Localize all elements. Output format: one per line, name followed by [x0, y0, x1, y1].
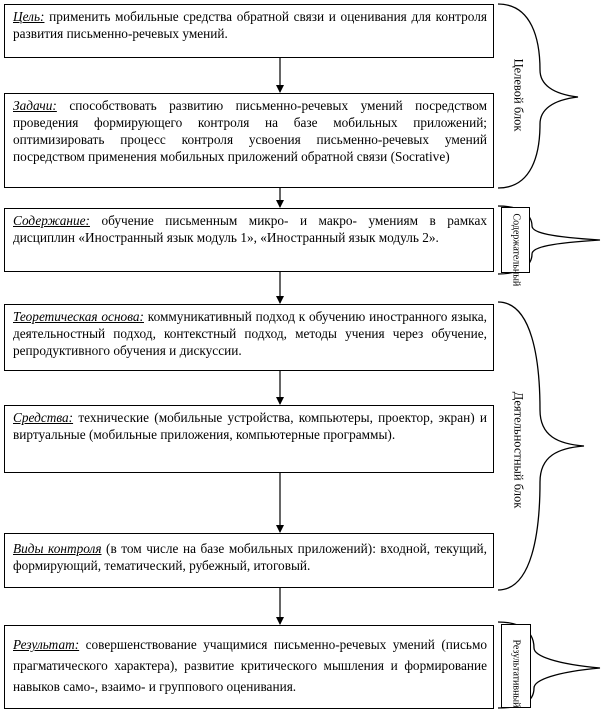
result-block-label: Результативный: [501, 624, 531, 708]
control-text: (в том числе на базе мобильных приложени…: [13, 541, 488, 573]
activity-block-label: Деятельностный блок: [511, 391, 526, 509]
content-text: обучение письменным микро- и макро- умен…: [13, 213, 487, 245]
content-box: Содержание: обучение письменным микро- и…: [4, 208, 494, 272]
content-block-label: Содержательный: [501, 207, 530, 286]
theory-label: Теоретическая основа:: [13, 309, 144, 324]
brace-target-block: [497, 3, 579, 189]
control-label: Виды контроля: [13, 541, 102, 556]
tasks-label: Задачи:: [13, 98, 57, 113]
result-text: совершенствование учащимися письменно-ре…: [13, 637, 488, 694]
theory-box: Теоретическая основа: коммуникативный по…: [4, 304, 494, 371]
control-box: Виды контроля (в том числе на базе мобил…: [4, 533, 494, 588]
brace-result-block: [497, 621, 601, 709]
target-block-label: Целевой блок: [511, 58, 526, 132]
goal-text: применить мобильные средства обратной св…: [13, 9, 487, 41]
tasks-text: способствовать развитию письменно-речевы…: [13, 98, 488, 164]
means-text: технические (мобильные устройства, компь…: [13, 410, 488, 442]
goal-label: Цель:: [13, 9, 45, 24]
brace-activity-block: [497, 301, 585, 591]
theory-text: коммуникативный подход к обучению иностр…: [13, 309, 488, 358]
means-label: Средства:: [13, 410, 74, 425]
goal-box: Цель: применить мобильные средства обрат…: [4, 4, 494, 58]
result-box: Результат: совершенствование учащимися п…: [4, 625, 494, 709]
tasks-box: Задачи: способствовать развитию письменн…: [4, 93, 494, 188]
content-label: Содержание:: [13, 213, 90, 228]
result-label: Результат:: [13, 637, 80, 652]
means-box: Средства: технические (мобильные устройс…: [4, 405, 494, 473]
